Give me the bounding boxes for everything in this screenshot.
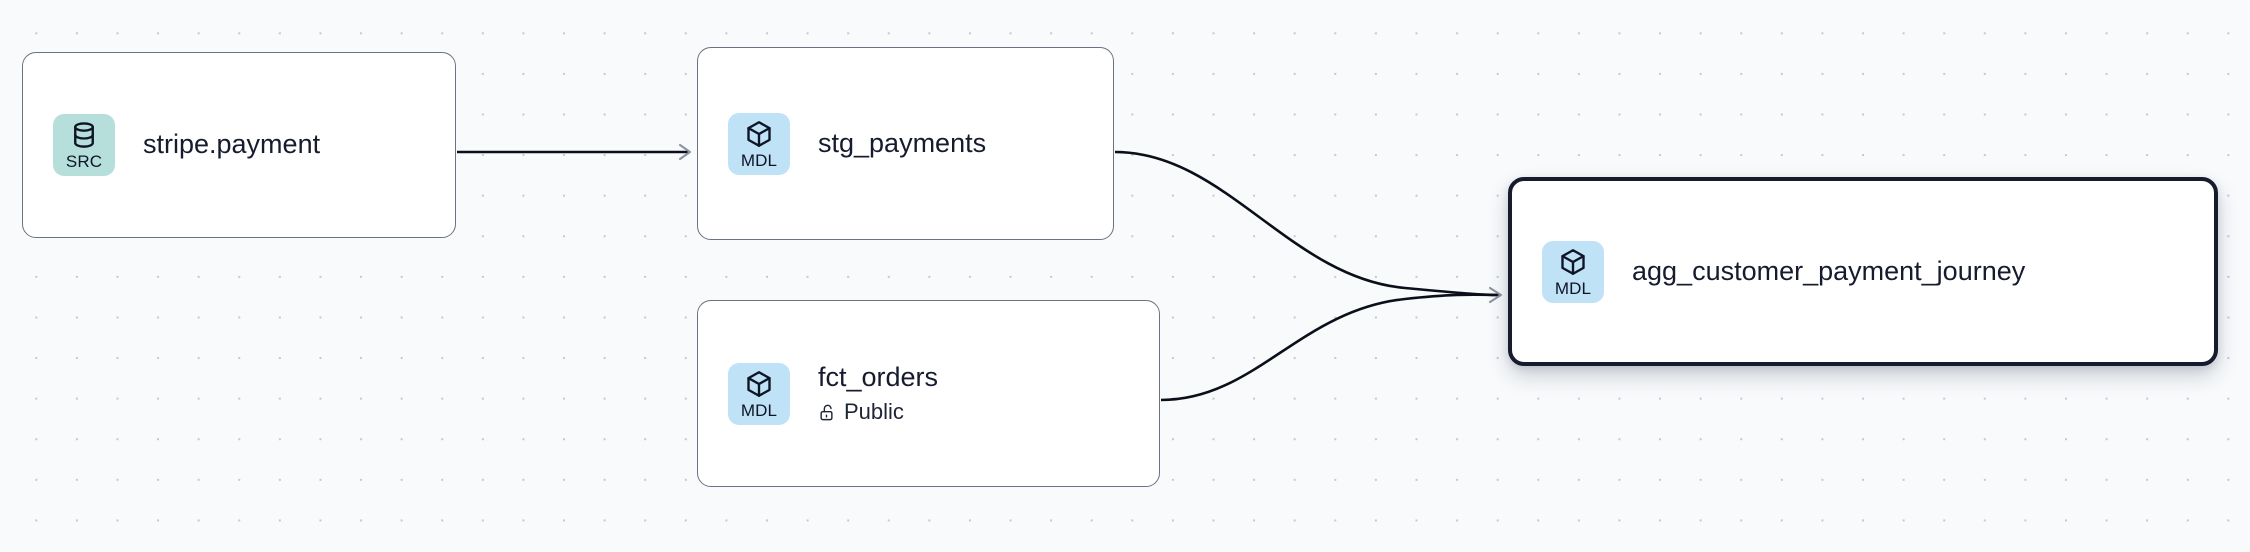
edge-stg-payments-to-agg (1114, 150, 1501, 297)
node-fct-orders[interactable]: MDL fct_orders Public (697, 300, 1160, 487)
unlock-icon (820, 404, 833, 420)
cube-icon (747, 120, 771, 147)
node-visibility-label: Public (844, 399, 904, 425)
node-agg-customer-payment-journey[interactable]: MDL agg_customer_payment_journey (1508, 177, 2218, 366)
arrowhead-icon-edge2 (1488, 286, 1503, 304)
node-label-group: agg_customer_payment_journey (1632, 256, 2025, 287)
node-badge-mdl: MDL (728, 362, 790, 425)
node-badge-mdl: MDL (728, 112, 790, 175)
node-label-group: fct_orders Public (818, 362, 938, 425)
node-badge-label: SRC (65, 152, 103, 171)
node-badge-mdl: MDL (1542, 240, 1604, 303)
cube-icon (747, 370, 771, 397)
node-title: stripe.payment (143, 129, 321, 160)
node-badge-src: SRC (53, 114, 115, 176)
node-visibility: Public (818, 399, 938, 425)
node-badge-label: MDL (740, 150, 778, 170)
node-badge-label: MDL (740, 400, 778, 420)
node-stg-payments[interactable]: MDL stg_payments (697, 47, 1114, 240)
node-title: stg_payments (818, 127, 987, 158)
node-label-group: stg_payments (818, 128, 986, 159)
edge-fct-orders-to-agg (1160, 293, 1501, 402)
node-badge-label: MDL (1554, 278, 1592, 298)
cube-icon (1561, 248, 1585, 275)
node-stripe-payment[interactable]: SRC stripe.payment (22, 52, 456, 238)
node-title: fct_orders (818, 361, 939, 392)
database-icon (74, 122, 94, 148)
node-title: agg_customer_payment_journey (1632, 255, 2026, 286)
arrowhead-icon-edge1 (678, 143, 692, 161)
node-label-group: stripe.payment (143, 129, 320, 160)
